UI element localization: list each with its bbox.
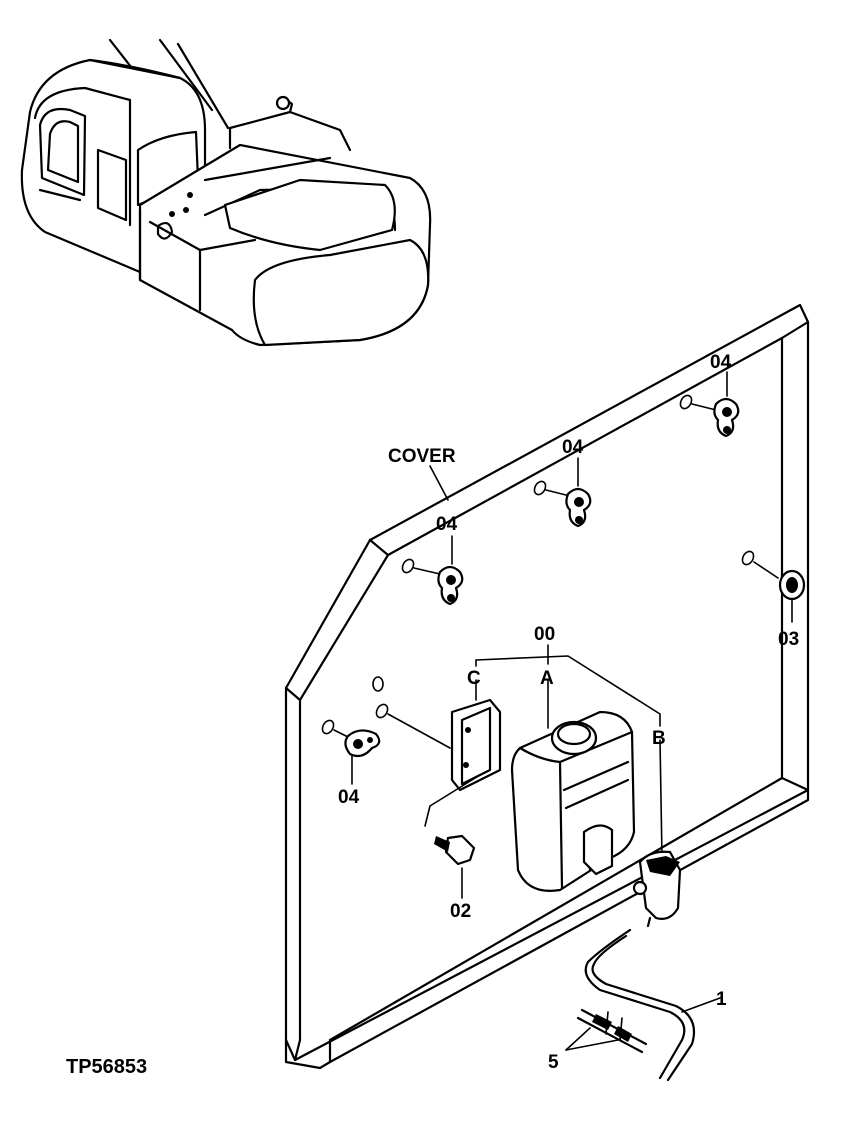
label-sub-b: B	[652, 728, 666, 749]
grommet-03	[741, 550, 806, 623]
bolt-02	[434, 834, 476, 899]
cover-frame	[284, 303, 810, 1070]
label-bolt: 02	[450, 901, 471, 922]
bracket-c	[372, 676, 502, 827]
label-clip-top-left: 04	[436, 514, 458, 535]
figure-id: TP56853	[66, 1056, 147, 1078]
label-sub-c: C	[467, 668, 481, 689]
excavator-overview	[20, 38, 432, 347]
label-hose: 1	[716, 989, 727, 1010]
label-clip-left: 04	[338, 787, 360, 808]
label-cover: COVER	[388, 446, 456, 467]
hose-1	[584, 928, 721, 1082]
label-sub-a: A	[540, 668, 554, 689]
cover-leader	[429, 465, 449, 501]
washer-pump	[632, 739, 682, 928]
label-grommet: 03	[778, 629, 799, 650]
washer-reservoir	[510, 679, 636, 892]
clip-left	[321, 719, 381, 785]
label-clip-top-mid: 04	[562, 437, 584, 458]
clip-top-mid	[533, 457, 592, 528]
label-clip-top-right: 04	[710, 352, 732, 373]
label-connector: 5	[548, 1052, 559, 1073]
clip-top-right	[679, 371, 740, 438]
clip-top-left	[401, 535, 464, 606]
assembly-leaders	[475, 644, 661, 727]
label-assembly: 00	[534, 624, 555, 645]
connector-5	[565, 1008, 648, 1054]
